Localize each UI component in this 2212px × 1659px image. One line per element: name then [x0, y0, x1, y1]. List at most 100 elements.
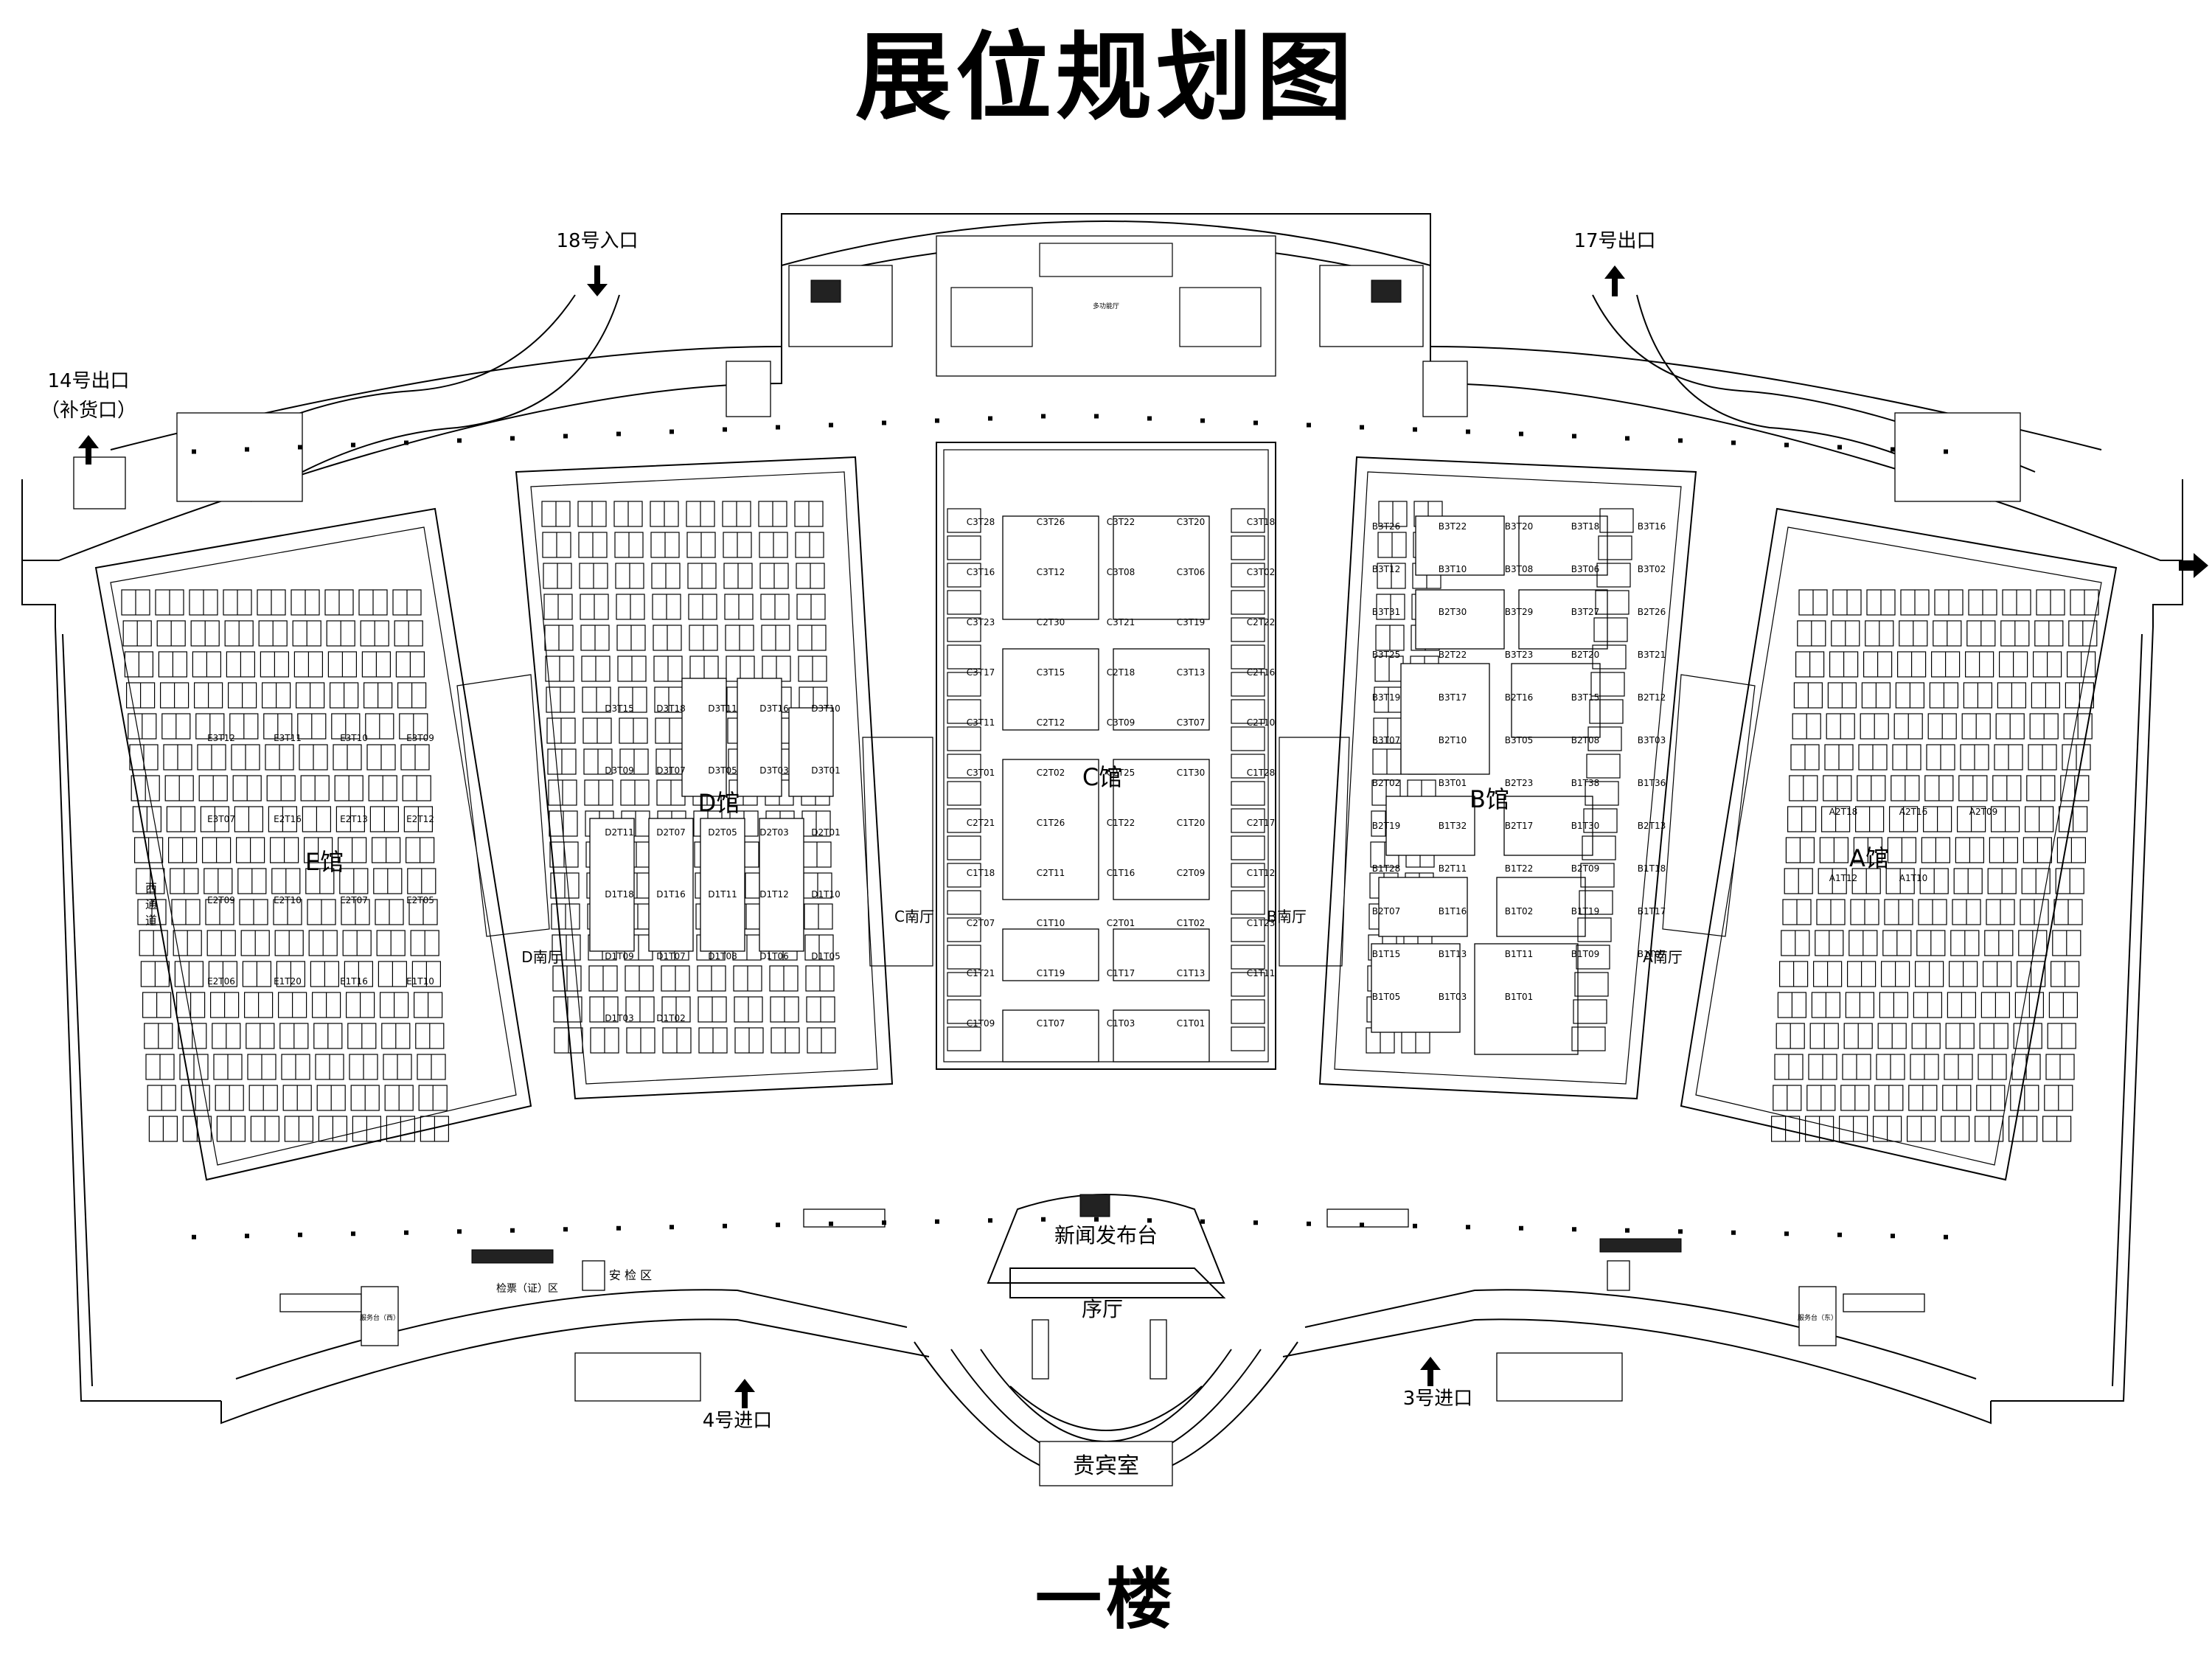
booth-cell: [947, 726, 981, 751]
booth-cell: [1586, 754, 1621, 779]
west-corridor-label: 西通道: [145, 881, 157, 928]
booth-cell: [1231, 945, 1265, 970]
booth-cell: [1580, 863, 1615, 888]
hall-e-label: E馆: [305, 848, 344, 876]
booth-label: D3T11: [708, 703, 737, 714]
booth-block: [1002, 928, 1099, 981]
booth-block: [788, 707, 834, 797]
booth-cell: [1231, 535, 1265, 560]
service-desk-west-label: 服务台（西）: [360, 1313, 400, 1322]
booth-cell: [947, 508, 981, 533]
booth-cell: [1231, 726, 1265, 751]
booth-label: B2T17: [1505, 821, 1533, 831]
booth-cell: [947, 999, 981, 1024]
booth-block: [1113, 1009, 1210, 1062]
booth-label: C3T23: [967, 617, 995, 627]
booth-block: [1113, 928, 1210, 981]
column-dot: [669, 1225, 674, 1230]
booth-label: B1T01: [1505, 992, 1533, 1002]
lobby-label: 序厅: [1082, 1297, 1123, 1321]
booth-label: C2T12: [1037, 717, 1065, 728]
booth-label: E3T10: [340, 733, 368, 743]
booth-block: [1496, 877, 1586, 937]
booth-label: A2T18: [1829, 807, 1857, 817]
booth-label: B3T07: [1372, 735, 1400, 745]
north-hall-label: 多功能厅: [1093, 302, 1119, 310]
entrance-4-arrow-icon: [734, 1379, 755, 1408]
booth-label: B1T15: [1372, 949, 1400, 959]
ticket-area-label: 检票（证）区: [496, 1283, 558, 1295]
booth-cell: [1231, 699, 1265, 724]
column-dot: [1678, 1229, 1683, 1234]
booth-label: D2T11: [605, 827, 633, 838]
building-outline: [21, 213, 2183, 1486]
booth-label: D1T07: [656, 951, 685, 961]
column-dot: [1837, 445, 1842, 450]
hall-a: [1680, 507, 2118, 1181]
entrance-18-label: 18号入口: [556, 230, 638, 252]
booth-cell: [947, 781, 981, 806]
column-dot: [298, 445, 302, 450]
column-dot: [1944, 449, 1948, 454]
booth-block: [700, 818, 745, 952]
booth-label: C2T09: [1177, 868, 1206, 878]
booth-label: B3T21: [1638, 650, 1666, 660]
booth-label: B2T10: [1439, 735, 1467, 745]
booth-label: E2T13: [340, 814, 368, 824]
column-dot: [1625, 436, 1630, 441]
hall-c-label: C馆: [1082, 763, 1122, 791]
booth-cell: [1231, 999, 1265, 1024]
booth-label: C1T28: [1247, 768, 1276, 778]
booth-cell: [1231, 754, 1265, 779]
column-dot: [988, 1218, 992, 1223]
exit-17-label: 17号出口: [1573, 230, 1655, 252]
column-dot: [192, 1234, 196, 1239]
service-desk-east-label: 服务台（东）: [1798, 1313, 1837, 1322]
column-dot: [1731, 440, 1736, 445]
column-dot: [245, 447, 249, 452]
booth-label: E2T06: [207, 976, 235, 987]
entrance-18-arrow-icon: [587, 265, 608, 296]
booth-label: B1T16: [1439, 906, 1467, 917]
booth-block: [1474, 943, 1579, 1055]
booth-label: B3T01: [1439, 778, 1467, 788]
column-dot: [1891, 1234, 1895, 1239]
column-dot: [1784, 1231, 1789, 1237]
booth-label: B3T31: [1372, 607, 1400, 617]
booth-label: B2T11: [1439, 863, 1467, 874]
booth-label: B1T09: [1571, 949, 1599, 959]
column-dot: [1253, 420, 1258, 425]
booth-label: B1T19: [1571, 906, 1599, 917]
booth-label: C1T07: [1037, 1018, 1065, 1029]
column-dot: [1041, 1217, 1046, 1222]
booth-cell: [1574, 972, 1609, 997]
booth-label: D1T16: [656, 889, 685, 900]
booth-cell: [947, 535, 981, 560]
booth-label: B2T20: [1571, 650, 1599, 660]
booth-cell: [1231, 672, 1265, 697]
column-dot: [298, 1232, 302, 1237]
booth-label: C1T02: [1177, 918, 1206, 928]
booth-block: [1002, 515, 1099, 620]
booth-label: C1T26: [1037, 818, 1065, 828]
exit-14-label: 14号出口: [47, 370, 129, 392]
booth-label: B3T08: [1505, 564, 1533, 574]
booth-label: B2T19: [1372, 821, 1400, 831]
column-dot: [351, 1231, 355, 1237]
booth-cell: [1231, 590, 1265, 615]
booth-label: B2T16: [1505, 692, 1533, 703]
booth-cell: [1577, 917, 1612, 942]
booth-cell: [947, 590, 981, 615]
booth-cell: [1582, 835, 1616, 860]
booth-label: C3T15: [1037, 667, 1065, 678]
booth-label: B3T26: [1372, 521, 1400, 532]
column-dot: [510, 1228, 515, 1233]
booth-cell: [947, 890, 981, 915]
booth-label: B1T36: [1638, 778, 1666, 788]
column-dot: [1784, 442, 1789, 448]
booth-cell: [1592, 644, 1627, 669]
booth-label: B2T07: [1372, 906, 1400, 917]
exit-14-arrow-icon: [78, 435, 99, 465]
booth-label: B3T29: [1505, 607, 1533, 617]
column-dot: [723, 427, 727, 432]
